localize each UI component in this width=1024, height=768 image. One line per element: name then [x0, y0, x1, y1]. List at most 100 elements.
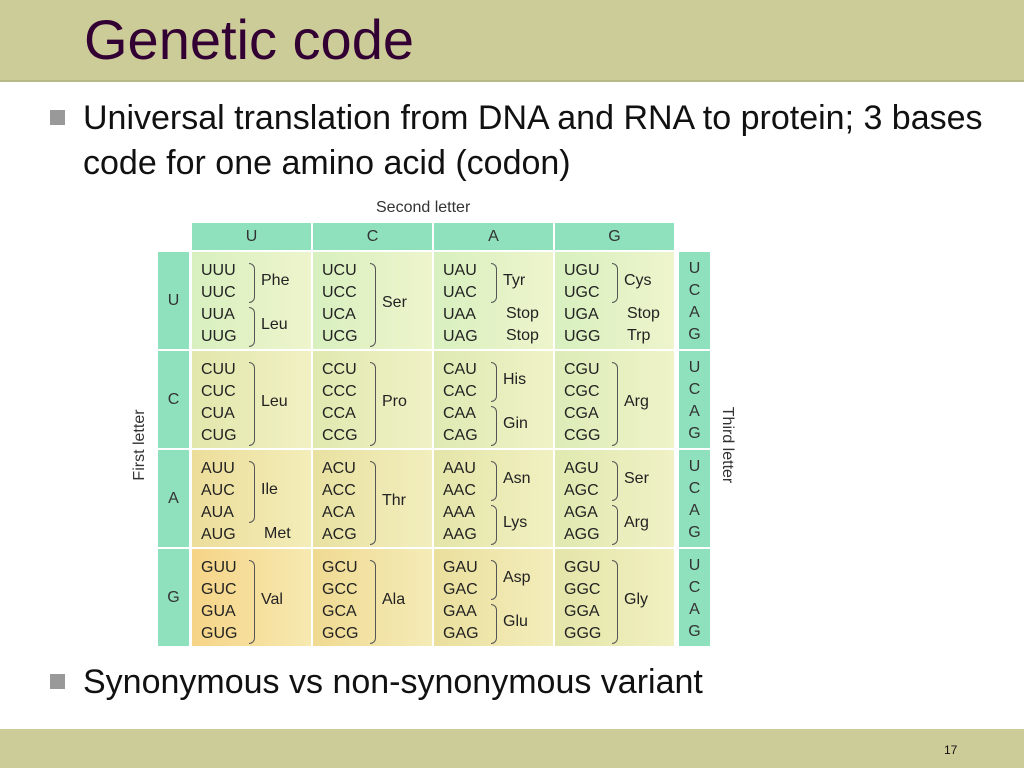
codon: UGG [564, 328, 601, 345]
amino-acid-label: Tyr [503, 272, 526, 289]
codon: GAU [443, 559, 478, 576]
codon: GAG [443, 625, 479, 642]
codon: AUU [201, 460, 235, 477]
bracket-icon [491, 560, 497, 600]
third-letter: A [689, 304, 700, 321]
amino-acid-label: Gly [624, 591, 648, 608]
codon: GUA [201, 603, 236, 620]
codon-list: CAU CAC CAA CAG [443, 359, 478, 447]
codon: CAU [443, 361, 477, 378]
codon: UAA [443, 306, 476, 323]
slide-title: Genetic code [84, 8, 414, 71]
amino-acid-label: His [503, 371, 527, 388]
amino-acid-label: Arg [624, 393, 649, 410]
third-letter: G [688, 524, 701, 541]
codon: UAU [443, 262, 477, 279]
codon: AGC [564, 482, 599, 499]
codon: GCA [322, 603, 357, 620]
codon: UGU [564, 262, 600, 279]
third-letter: C [688, 480, 701, 497]
codon: AAA [443, 504, 476, 521]
bracket-icon [370, 461, 376, 545]
bracket-icon [491, 461, 497, 501]
codon: GGG [564, 625, 602, 642]
third-letter: C [688, 579, 701, 596]
bracket-icon [249, 362, 255, 446]
codon: AGG [564, 526, 600, 543]
footer-band [0, 729, 1024, 768]
third-letter: G [688, 623, 701, 640]
bracket-icon [612, 505, 618, 545]
codon: CGA [564, 405, 599, 422]
amino-acid-label: Pro [382, 393, 407, 410]
codon: UGC [564, 284, 600, 301]
codon: GGA [564, 603, 600, 620]
third-letter: C [688, 282, 701, 299]
codon: UAG [443, 328, 478, 345]
amino-acid-label: Phe [261, 272, 290, 289]
second-letter-header: G [555, 223, 674, 250]
amino-acid-label: Leu [261, 393, 288, 410]
bracket-icon [249, 307, 255, 347]
first-letter-header: C [158, 351, 189, 448]
third-letter: A [689, 502, 700, 519]
amino-acid-label: Ile [261, 481, 278, 498]
first-letter-label: First letter [131, 409, 148, 481]
bullet-text: Universal translation from DNA and RNA t… [83, 99, 983, 182]
bracket-icon [491, 406, 497, 446]
amino-acid-label: Stop [506, 305, 539, 322]
codon: UUU [201, 262, 236, 279]
codon: GAC [443, 581, 478, 598]
bracket-icon [370, 560, 376, 644]
second-letter-header: A [434, 223, 553, 250]
codon: AUG [201, 526, 236, 543]
codon: GCC [322, 581, 358, 598]
codon: CAG [443, 427, 478, 444]
codon: GGU [564, 559, 601, 576]
amino-acid-label: Thr [382, 492, 406, 509]
codon: UCU [322, 262, 357, 279]
third-letter: G [688, 425, 701, 442]
bracket-icon [491, 362, 497, 402]
amino-acid-label: Gin [503, 415, 528, 432]
codon: CCG [322, 427, 358, 444]
amino-acid-label: Ser [624, 470, 649, 487]
page-number: 17 [944, 743, 958, 757]
bullet-item: Synonymous vs non-synonymous variant [50, 660, 990, 705]
codon: CGC [564, 383, 600, 400]
codon: CCC [322, 383, 357, 400]
first-letter-header: G [158, 549, 189, 646]
amino-acid-label: Val [261, 591, 283, 608]
third-letter: G [688, 326, 701, 343]
codon: CUC [201, 383, 236, 400]
codon: CAC [443, 383, 477, 400]
third-letter-label: Third letter [719, 406, 736, 484]
third-letter: A [689, 601, 700, 618]
codon: AUA [201, 504, 234, 521]
bracket-icon [249, 461, 255, 523]
bracket-icon [249, 560, 255, 644]
codon: CAA [443, 405, 476, 422]
amino-acid-label: Met [264, 525, 291, 542]
